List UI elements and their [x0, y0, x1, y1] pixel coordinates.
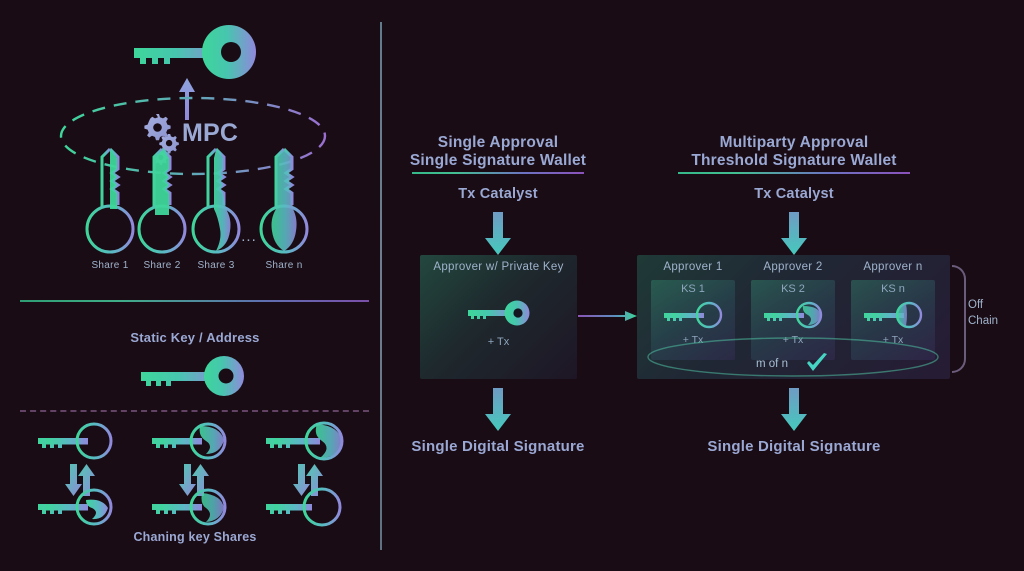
multiparty-title-line1: Multiparty Approval	[719, 134, 869, 151]
chaining-caption: Chaning key Shares	[133, 530, 257, 544]
approver-2-tx: + Tx	[782, 334, 804, 346]
share-label-n: Share n	[265, 260, 303, 271]
approver-1-name: Approver 1	[663, 261, 723, 273]
single-arrow-out	[483, 388, 513, 432]
approver-box-heading: Approver w/ Private Key	[433, 261, 564, 273]
single-approval-title-line1: Single Approval	[437, 134, 559, 151]
single-to-multi-connector	[578, 310, 638, 322]
arrow-right-icon	[578, 311, 637, 321]
share-key-1	[85, 147, 135, 255]
key-icon	[141, 356, 244, 396]
approver-private-key-box[interactable]	[420, 255, 577, 379]
swap-arrows-icon	[65, 464, 95, 496]
swap-arrows-icon	[179, 464, 209, 496]
check-icon	[807, 353, 827, 371]
approver-1-key	[662, 301, 724, 329]
threshold-check	[806, 353, 828, 373]
multi-result-label: Single Digital Signature	[707, 438, 881, 455]
key-icon	[152, 422, 227, 460]
approver-n-ks: KS n	[881, 283, 905, 295]
approver-box-key	[466, 300, 534, 326]
key-icon	[864, 301, 923, 329]
key-icon	[152, 488, 227, 526]
off-chain-line1: Off	[968, 299, 984, 311]
arrow-down-icon	[781, 212, 807, 255]
multiparty-rule	[678, 172, 910, 174]
multi-arrow-out	[779, 388, 809, 432]
share-label-3: Share 3	[197, 260, 235, 271]
approver-2-key	[762, 301, 824, 329]
single-tx-catalyst: Tx Catalyst	[458, 186, 538, 202]
key-icon	[664, 301, 723, 329]
approver-1-ks: KS 1	[681, 283, 705, 295]
key-icon	[468, 300, 530, 326]
key-icon	[137, 147, 187, 254]
key-icon	[764, 301, 823, 329]
arrow-down-icon	[485, 388, 511, 431]
share-label-2: Share 2	[143, 260, 181, 271]
key-icon	[191, 147, 241, 254]
shares-ellipsis: ...	[241, 228, 257, 245]
multi-arrow-in	[779, 212, 809, 256]
multiparty-title: Multiparty Approval Threshold Signature …	[672, 134, 916, 171]
chaining-pair-1	[34, 420, 134, 526]
static-key-title: Static Key / Address	[130, 330, 260, 345]
off-chain-bracket	[952, 265, 966, 373]
share-key-3	[191, 147, 241, 255]
off-chain-line2: Chain	[968, 314, 999, 327]
single-approval-title-line2: Single Signature Wallet	[409, 152, 587, 170]
key-icon	[134, 25, 256, 79]
left-section-divider	[20, 300, 369, 302]
share-key-2	[137, 147, 187, 255]
single-approval-title: Single Approval Single Signature Wallet	[398, 134, 598, 171]
key-icon	[259, 147, 309, 254]
single-result-label: Single Digital Signature	[411, 438, 585, 455]
share-key-n	[259, 147, 309, 255]
panel-divider	[380, 22, 382, 550]
approver-n-name: Approver n	[863, 261, 923, 273]
swap-arrows-icon	[293, 464, 323, 496]
single-approval-rule	[412, 172, 584, 174]
approver-n-key	[862, 301, 924, 329]
threshold-label: m of n	[756, 358, 788, 370]
approver-2-name: Approver 2	[763, 261, 823, 273]
arrow-down-icon	[485, 212, 511, 255]
share-label-1: Share 1	[91, 260, 129, 271]
approver-2-ks: KS 2	[781, 283, 805, 295]
chaining-keys-icon	[266, 421, 344, 527]
key-icon	[266, 421, 344, 461]
key-icon	[38, 488, 113, 526]
left-dashed-divider	[20, 410, 369, 412]
mpc-label: MPC	[182, 119, 239, 147]
mpc-master-key	[130, 24, 260, 80]
off-chain-label: Off Chain	[968, 298, 1022, 329]
key-icon	[85, 147, 135, 254]
key-icon	[266, 487, 342, 527]
multi-tx-catalyst: Tx Catalyst	[754, 186, 834, 202]
mpc-boundary-ellipse	[58, 95, 328, 177]
chaining-pair-3	[262, 420, 362, 527]
ellipse-icon	[647, 337, 939, 377]
chaining-pair-2	[148, 420, 248, 526]
chaining-keys-icon	[38, 422, 113, 526]
threshold-ellipse	[645, 336, 941, 378]
static-key	[138, 355, 252, 397]
approver-box-tx: + Tx	[487, 336, 510, 348]
arrow-down-icon	[781, 388, 807, 431]
single-arrow-in	[483, 212, 513, 256]
chaining-keys-icon	[152, 422, 227, 526]
key-icon	[38, 422, 113, 460]
dashed-ellipse	[59, 96, 327, 176]
multiparty-title-line2: Threshold Signature Wallet	[691, 152, 897, 170]
